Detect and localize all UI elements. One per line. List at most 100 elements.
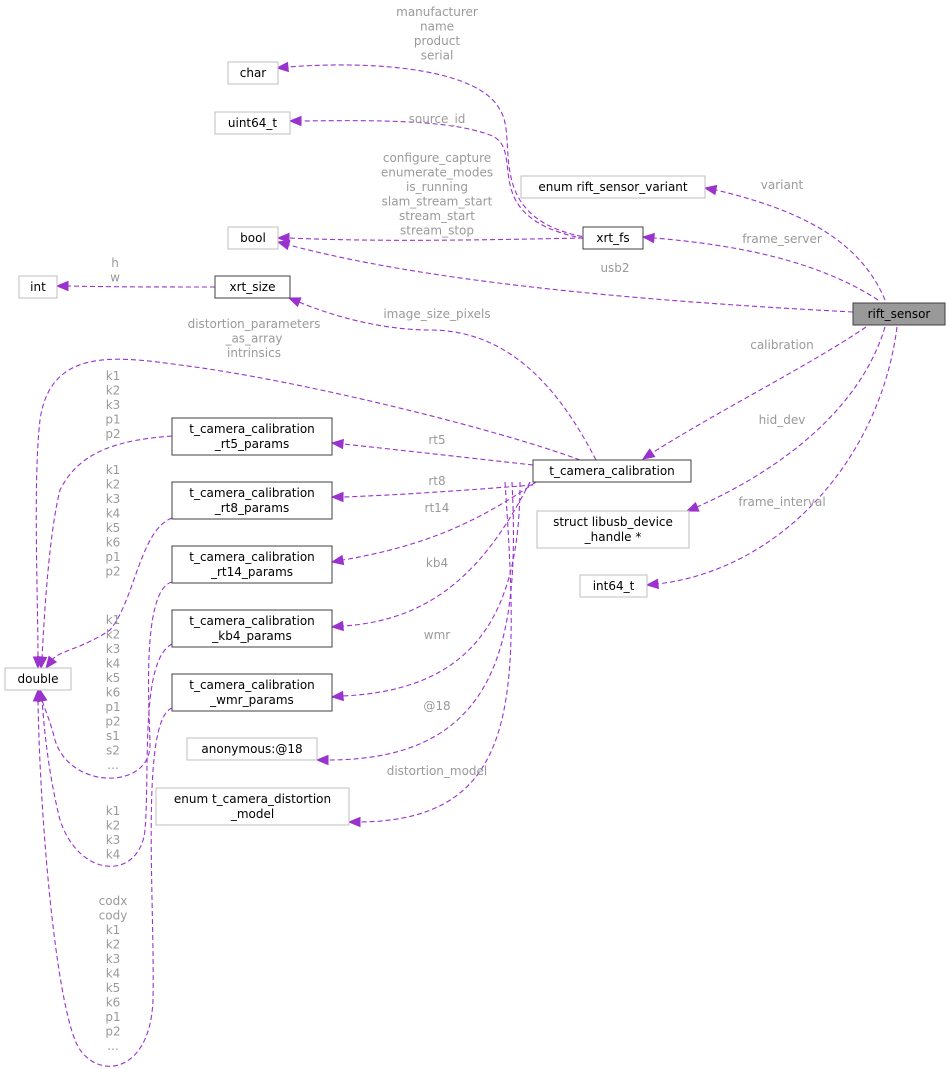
node-rift-sensor[interactable]: rift_sensor [852,302,946,326]
edge-label: k6 [106,536,121,550]
edge-label: k3 [106,952,121,966]
edge-kb4: kb4 [330,481,531,632]
edge-line [287,64,591,239]
edges-layer: variantframe_serverusb2calibrationhid_de… [32,5,898,1067]
node-enum-variant[interactable]: enum rift_sensor_variant [520,175,706,199]
edge-line [41,435,173,659]
edge-label: p1 [105,550,120,564]
node-label: int [30,280,46,294]
node-label: t_camera_calibration [189,486,315,500]
node-box [171,673,333,712]
node-box [582,226,644,250]
edge-label: calibration [750,338,814,352]
node-label: char [240,66,267,80]
edge-image-size-pixels: image_size_pixels [287,297,597,461]
edge-line [288,244,854,313]
edge-line [342,481,521,697]
edge-line [342,443,534,466]
node-xrt-fs[interactable]: xrt_fs [582,226,644,250]
node-label: t_camera_calibration [189,614,315,628]
node-enum-distortion[interactable]: enum t_camera_distortion_model [155,787,350,826]
edge-label: configure_capture [383,151,491,165]
node-box [155,787,350,826]
edge-label: k5 [106,671,121,685]
node-label: _handle * [584,530,642,544]
arrowhead [330,690,344,702]
node-box [536,510,690,549]
edge-calibration: calibration [641,326,867,460]
edge-label: codx [99,894,128,908]
node-label: _rt8_params [214,501,289,515]
node-label: xrt_size [229,280,275,294]
node-label: _model [230,807,274,821]
edge-line [327,481,514,761]
node-int64-t[interactable]: int64_t [579,574,648,598]
edge-label: distortion_parameters [188,317,321,331]
edge-line [67,285,216,288]
arrowhead [641,448,656,460]
edge-line [651,326,867,454]
node-anon18[interactable]: anonymous:@18 [186,737,318,761]
edge-label: k6 [106,686,121,700]
edge-label: k4 [106,657,121,671]
edge-label: k3 [106,642,121,656]
edge-label: _as_array [224,332,282,346]
node-box [532,459,692,483]
edge-frame-server: frame_server [641,232,879,301]
edge-line [300,120,593,241]
arrowhead [703,184,718,196]
node-char[interactable]: char [227,61,279,85]
node-libusb[interactable]: struct libusb_device_handle * [536,510,690,549]
node-box [186,737,318,761]
edge-line [35,358,581,659]
edge-label: k1 [106,613,121,627]
node-xrt-size[interactable]: xrt_size [214,275,291,299]
edge-label: s2 [106,744,120,758]
node-rt14[interactable]: t_camera_calibration_rt14_params [171,545,333,584]
node-label: xrt_fs [596,231,629,245]
edge-label: slam_stream_start [382,195,493,209]
arrowhead [315,754,329,766]
node-uint64-t[interactable]: uint64_t [214,111,291,135]
edge-label: h [111,256,119,270]
node-label: enum t_camera_distortion [174,792,331,806]
node-rt8[interactable]: t_camera_calibration_rt8_params [171,481,333,520]
edge-rt14: rt14 [330,481,537,566]
arrowhead [45,655,58,670]
edge-label: product [414,34,460,48]
edge-label: p1 [105,700,120,714]
edge-label: variant [761,178,804,192]
node-label: _kb4_params [211,629,291,643]
node-box [227,226,279,250]
edge-label: ... [107,758,118,772]
edge-label: rt8 [428,474,445,488]
edge-label: rt5 [428,433,445,447]
node-wmr[interactable]: t_camera_calibration_wmr_params [171,673,333,712]
edge-label: k2 [106,938,121,952]
edge-label: p2 [105,1025,120,1039]
arrowhead [641,232,655,244]
edge-frame-interval: frame_interval [645,326,898,590]
arrowhead [36,656,48,670]
edge-label: serial [421,49,454,63]
edge-line [656,326,898,585]
node-t-camera-calibration[interactable]: t_camera_calibration [532,459,692,483]
arrowhead [330,554,345,566]
node-double[interactable]: double [4,667,72,691]
node-box [214,275,291,299]
node-label: t_camera_calibration [189,678,315,692]
arrowhead [330,491,344,503]
edge-rt5: rt5 [330,433,534,466]
node-kb4[interactable]: t_camera_calibration_kb4_params [171,609,333,648]
node-bool[interactable]: bool [227,226,279,250]
edge-label: k2 [106,819,121,833]
edge-label: p2 [105,715,120,729]
edge-line [37,699,173,1067]
edge-line [51,517,173,661]
edge-label: wmr [424,628,451,642]
node-rt5[interactable]: t_camera_calibration_rt5_params [171,417,333,456]
node-int[interactable]: int [18,275,58,299]
edge-distortion-model: distortion_model [347,481,512,828]
